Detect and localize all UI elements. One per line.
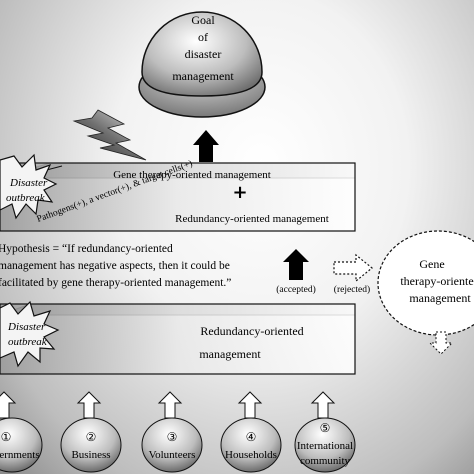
- lower-slab-line1: Redundancy-oriented: [200, 324, 303, 338]
- gene-therapy-bubble: Gene therapy-oriented management: [377, 230, 474, 336]
- actor-arrow-volunteers: [157, 391, 183, 419]
- burst-top-line1: Disaster: [9, 177, 48, 189]
- actor-label-households: Households: [225, 449, 277, 461]
- accepted-label: (accepted): [276, 284, 316, 295]
- plus-sign: +: [232, 182, 247, 203]
- goal-line2: of: [198, 30, 208, 44]
- actor-arrow-households: [237, 391, 263, 419]
- actor-volunteers: ③ Volunteers: [141, 391, 203, 473]
- actor-label-international-2: community: [300, 455, 351, 467]
- rejected-label: (rejected): [334, 284, 370, 295]
- actor-arrow-governments: [0, 391, 17, 419]
- actor-label-volunteers: Volunteers: [149, 449, 196, 461]
- actor-num-international: ⑤: [320, 421, 331, 435]
- disaster-burst-top: Disaster outbreak: [0, 153, 58, 220]
- actor-egg-volunteers: [141, 417, 203, 473]
- burst-shape-bottom: [0, 300, 60, 368]
- disaster-burst-bottom: Disaster outbreak: [0, 300, 60, 368]
- gene-therapy-label: Gene therapy-oriented management: [113, 169, 271, 181]
- actor-egg-governments: [0, 417, 43, 473]
- actor-egg-households: [220, 417, 282, 473]
- actor-egg-business: [60, 417, 122, 473]
- actor-num-households: ④: [246, 430, 257, 444]
- upper-slab-body: [0, 162, 356, 232]
- accepted-arrow: [283, 249, 309, 280]
- actor-governments: ① Governments: [0, 391, 43, 473]
- hypothesis-line2: management has negative aspects, then it…: [0, 260, 230, 272]
- bubble-line1: Gene: [419, 257, 444, 271]
- actor-label-governments: Governments: [0, 449, 40, 461]
- burst-bottom-line1: Disaster: [7, 321, 46, 333]
- redundancy-label-upper: Redundancy-oriented management: [175, 213, 329, 225]
- lower-slab-body: [0, 303, 356, 375]
- goal-line4: management: [172, 69, 234, 83]
- burst-bottom-line2: outbreak: [8, 336, 48, 348]
- lightning-bolt-icon: [72, 109, 147, 161]
- lower-slab: Redundancy-oriented management: [0, 303, 356, 375]
- actor-num-volunteers: ③: [167, 430, 178, 444]
- actor-business: ② Business: [60, 391, 122, 473]
- burst-shape-top: [0, 153, 58, 220]
- burst-top-line2: outbreak: [6, 192, 46, 204]
- actor-num-governments: ①: [1, 430, 12, 444]
- hypothesis-line3: facilitated by gene therapy-oriented man…: [0, 277, 231, 289]
- actor-label-international-1: International: [297, 440, 353, 452]
- actor-egg-international: [294, 417, 356, 473]
- actor-num-business: ②: [86, 430, 97, 444]
- goal-line3: disaster: [185, 47, 222, 61]
- hypothesis-line1: Hypothesis = “If redundancy-oriented: [0, 243, 173, 255]
- actor-arrow-international: [310, 391, 336, 419]
- goal-line1: Goal: [191, 13, 215, 27]
- arrow-to-goal: [193, 130, 219, 162]
- goal-dome: Goal of disaster management: [138, 11, 266, 118]
- lower-slab-line2: management: [199, 347, 261, 361]
- bubble-down-arrow: [428, 331, 454, 355]
- bubble-line3: management: [409, 291, 471, 305]
- dome-top: [141, 11, 263, 97]
- actor-households: ④ Households: [220, 391, 282, 473]
- rejected-arrow: [333, 253, 373, 283]
- actor-label-business: Business: [71, 449, 110, 461]
- bubble-line2: therapy-oriented: [400, 274, 474, 288]
- actor-international-community: ⑤ International community: [294, 391, 356, 473]
- actor-arrow-business: [76, 391, 102, 419]
